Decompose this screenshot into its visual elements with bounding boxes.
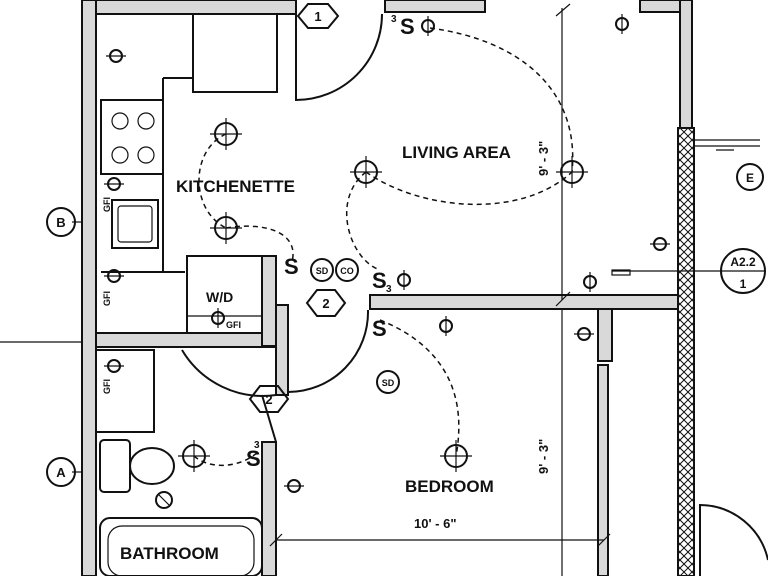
grid-label-a: A: [56, 465, 66, 480]
closet-right-wall: [597, 364, 609, 576]
top-wall-right: [639, 0, 681, 13]
bedroom-width-dimension: 10' - 6": [414, 516, 457, 531]
gfi-label: GFI: [226, 320, 241, 330]
co-kitchen-label: CO: [340, 266, 354, 276]
receptacle-icon: [421, 16, 435, 36]
bathtub: [99, 517, 263, 576]
switch-subscript: 3: [386, 284, 392, 295]
ceiling-light-icon: [350, 156, 382, 188]
grid-bubble-e: [736, 163, 764, 191]
receptacle-icon: [397, 270, 411, 290]
ceiling-light-icon: [210, 118, 242, 150]
left-bump-wall: [275, 304, 289, 396]
receptacle-icon: [104, 177, 124, 191]
upper-cabinet: [192, 13, 278, 93]
co-detector-icon: [335, 258, 359, 282]
living-bedroom-wall: [369, 294, 679, 310]
section-ref-number: 1: [740, 277, 747, 291]
door-tag-2a: 2: [322, 296, 329, 311]
switch-subscript: 3: [254, 440, 260, 451]
receptacle-icon: [106, 49, 126, 63]
bathroom-fixtures: [95, 349, 263, 576]
smoke-detector-icon: [376, 370, 400, 394]
door-tag-hexagon: [296, 3, 340, 29]
dimension-lines: [269, 3, 611, 576]
door-tag-hexagon: [305, 289, 347, 317]
receptacle-icon: [583, 272, 597, 292]
receptacle-icon: [211, 308, 225, 328]
bathroom-label: BATHROOM: [120, 544, 219, 563]
receptacle-icon: [615, 14, 629, 34]
gfi-label: GFI: [102, 197, 112, 212]
grid-label-e: E: [746, 171, 754, 185]
right-exterior-wall: [677, 127, 695, 576]
door-tag-2b: 2: [265, 392, 272, 407]
switch-symbol: S: [372, 268, 387, 293]
switch-subscript: 3: [391, 14, 397, 25]
left-exterior-wall: [81, 0, 97, 576]
right-door-swing: [699, 503, 768, 576]
closet-stub-wall: [597, 308, 613, 362]
smoke-detector-icon: [310, 258, 334, 282]
grid-label-b: B: [56, 215, 65, 230]
wd-wall: [261, 255, 277, 347]
ceiling-light-icon: [210, 212, 242, 244]
doors: [181, 13, 768, 576]
bedroom-height-dimension: 9' - 3": [536, 439, 551, 474]
exhaust-fan-icon: [155, 491, 173, 509]
grid-bubble-b: [46, 207, 76, 237]
receptacle-icon: [439, 316, 453, 336]
bedroom-door-swing: [287, 305, 370, 394]
living-height-dimension: 9' - 3": [536, 141, 551, 176]
switch-symbol: S: [372, 316, 387, 341]
switch-symbol: S: [400, 14, 415, 39]
kitchen-sink: [111, 199, 159, 249]
receptacle-icon: [284, 479, 304, 493]
kitchen-bath-wall: [95, 332, 279, 348]
ceiling-light-icon: [178, 440, 210, 472]
switch-symbol: S: [284, 254, 299, 279]
top-wall-kitchen: [95, 0, 297, 15]
switch-symbol: S: [246, 446, 261, 471]
vanity: [95, 349, 155, 433]
door-tag-1: 1: [314, 9, 321, 24]
sd-kitchen-label: SD: [316, 266, 329, 276]
receptacle-icon: [574, 327, 594, 341]
right-upper-wall: [679, 0, 693, 129]
receptacle-icon: [650, 237, 670, 251]
bedroom-label: BEDROOM: [405, 477, 494, 496]
kitchenette-label: KITCHENETTE: [176, 177, 295, 196]
toilet: [129, 447, 175, 485]
receptacle-icon: [104, 359, 124, 373]
section-ref-sheet: A2.2: [730, 255, 756, 269]
kitchen-fixtures: [100, 13, 278, 334]
range: [100, 99, 164, 175]
ceiling-light-icon: [556, 156, 588, 188]
wd-label: W/D: [206, 289, 233, 305]
ceiling-light-icon: [440, 440, 472, 472]
wd-closet: [186, 255, 263, 334]
receptacle-icon: [104, 269, 124, 283]
gfi-label: GFI: [102, 379, 112, 394]
door-tag-hexagon: [248, 385, 290, 413]
grid-bubble-a: [46, 457, 76, 487]
sd-bedroom-label: SD: [382, 378, 395, 388]
entry-door-swing: [295, 13, 383, 102]
bath-right-wall: [261, 441, 277, 576]
walls: [81, 0, 695, 576]
top-wall-living: [384, 0, 486, 13]
bath-door-swing: [181, 345, 277, 397]
living-area-label: LIVING AREA: [402, 143, 511, 162]
gfi-label: GFI: [102, 291, 112, 306]
